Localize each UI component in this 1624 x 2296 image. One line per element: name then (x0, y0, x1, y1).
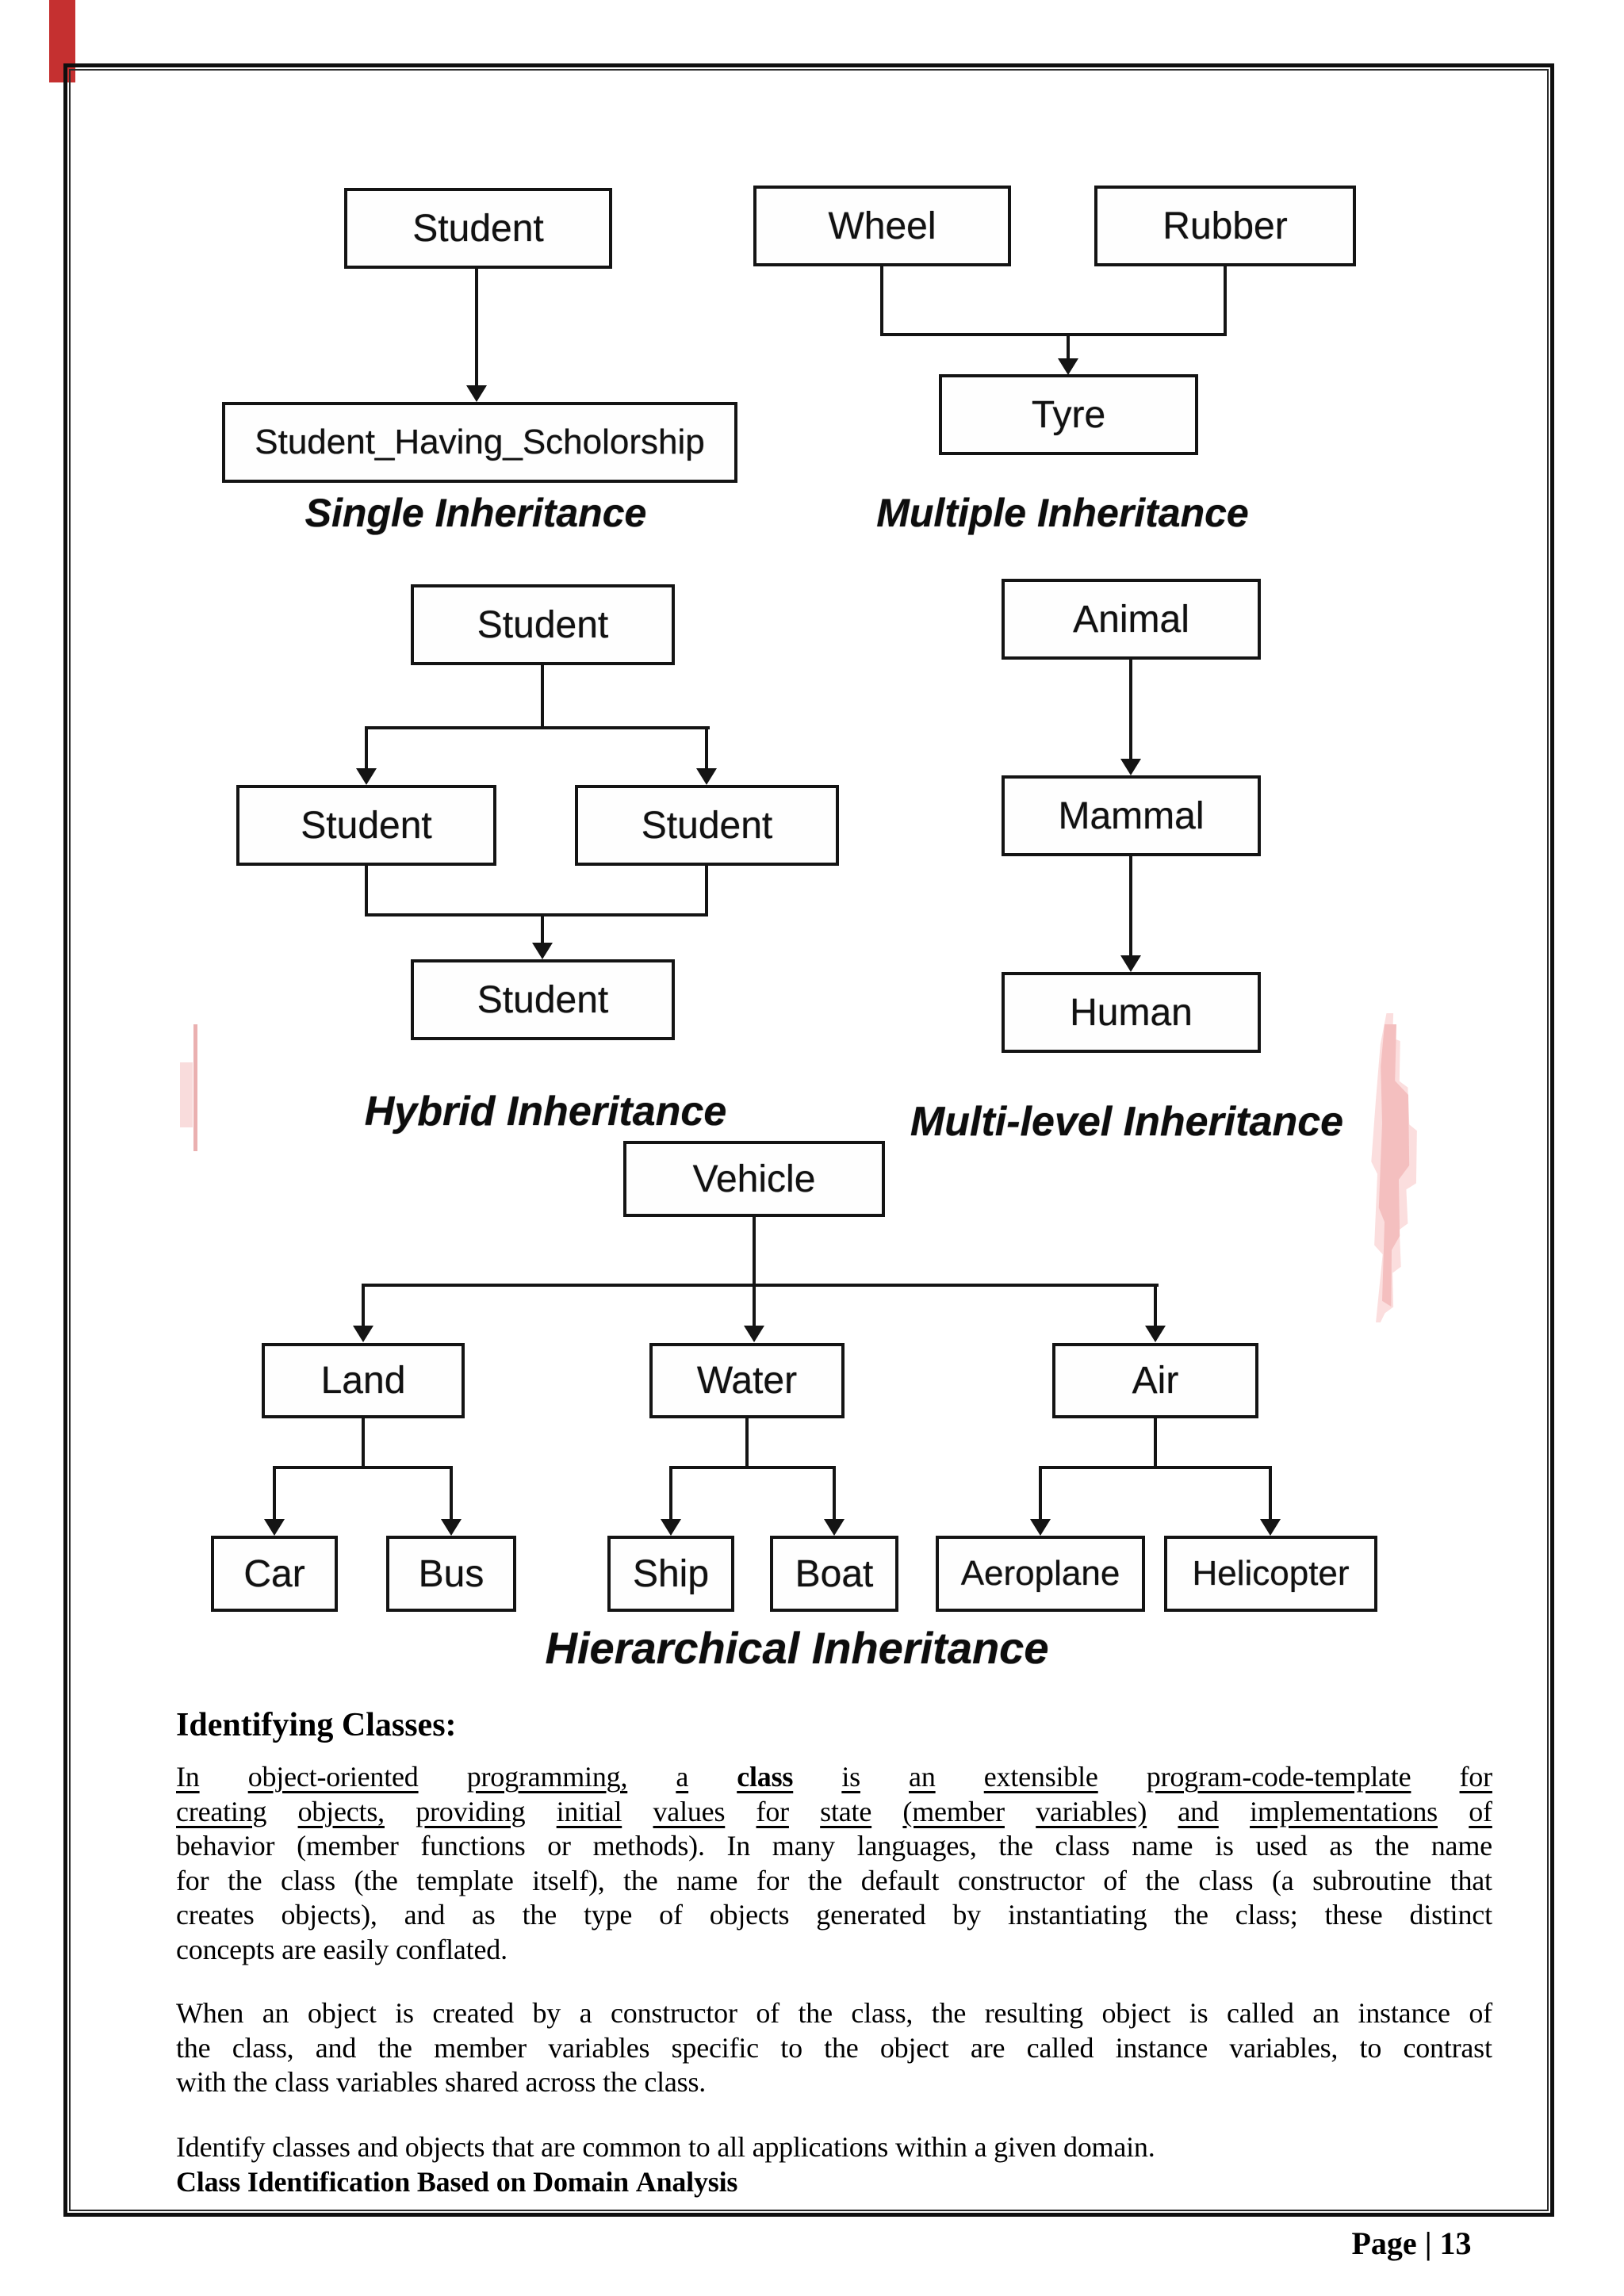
arrowhead (1260, 1519, 1281, 1536)
connector-line (273, 1466, 276, 1520)
connector-line (833, 1466, 836, 1520)
arrowhead (696, 768, 717, 785)
node-student-right: Student (575, 785, 839, 866)
arrowhead (1145, 1326, 1166, 1342)
connector-line (365, 726, 368, 769)
connector-line (1154, 1418, 1157, 1469)
connector-line (362, 1418, 365, 1469)
connector-line (880, 266, 883, 336)
text-line: with the class variables shared across t… (176, 2066, 707, 2098)
arrowhead (744, 1326, 764, 1342)
connector-line (705, 726, 708, 769)
connector-line (541, 913, 544, 943)
connector-line (1129, 856, 1132, 956)
connector-line (1154, 1284, 1157, 1326)
page-number: Page | 13 (1351, 2225, 1472, 2261)
node-aeroplane: Aeroplane (936, 1536, 1145, 1612)
connector-line (880, 333, 1227, 336)
page-border-inner (69, 69, 1549, 2211)
node-student-having-scholorship: Student_Having_Scholorship (222, 402, 737, 483)
connector-line (1039, 1466, 1272, 1469)
connector-line (753, 1284, 756, 1326)
connector-line (450, 1466, 453, 1520)
connector-line (365, 913, 708, 916)
pink-scan-artifact-left-fringe (180, 1062, 193, 1127)
arrowhead (824, 1519, 845, 1536)
connector-line (365, 866, 368, 916)
arrowhead (264, 1519, 285, 1536)
node-water: Water (649, 1343, 845, 1418)
node-land: Land (262, 1343, 465, 1418)
connector-line (669, 1466, 672, 1520)
paragraph-identify-classes: Identify classes and objects that are co… (176, 2130, 1492, 2199)
connector-line (745, 1418, 749, 1469)
page-border (63, 63, 1554, 2217)
connector-line (669, 1466, 836, 1469)
section-heading: Identifying Classes: (176, 1707, 457, 1743)
arrowhead (353, 1326, 373, 1342)
connector-line (541, 665, 544, 729)
arrowhead (1030, 1519, 1051, 1536)
red-pen-mark (49, 0, 75, 82)
connector-line (1039, 1466, 1042, 1520)
text-line: concepts are easily conflated. (176, 1933, 508, 1965)
node-mammal: Mammal (1002, 775, 1261, 856)
connector-line (1129, 660, 1132, 760)
node-animal: Animal (1002, 579, 1261, 660)
arrowhead (441, 1519, 462, 1536)
connector-line (475, 269, 478, 388)
connector-line (705, 866, 708, 916)
node-car: Car (211, 1536, 338, 1612)
caption-single-inheritance: Single Inheritance (304, 491, 647, 535)
caption-multiple-inheritance: Multiple Inheritance (876, 491, 1249, 535)
arrowhead (532, 943, 553, 959)
node-bus: Bus (386, 1536, 516, 1612)
connector-line (1269, 1466, 1272, 1520)
arrowhead (1120, 955, 1141, 972)
text-line: Class Identification Based on Domain Ana… (176, 2165, 738, 2198)
arrowhead (661, 1519, 681, 1536)
arrowhead (1120, 759, 1141, 775)
node-student-bottom: Student (411, 959, 675, 1040)
arrowhead (466, 385, 487, 402)
pink-scan-artifact-left (193, 1024, 197, 1151)
connector-line (362, 1284, 1159, 1287)
node-helicopter: Helicopter (1164, 1536, 1377, 1612)
node-student-left: Student (236, 785, 496, 866)
node-tyre: Tyre (939, 374, 1198, 455)
node-vehicle: Vehicle (623, 1141, 885, 1217)
node-student-top: Student (411, 584, 675, 665)
arrowhead (356, 768, 377, 785)
caption-hybrid-inheritance: Hybrid Inheritance (364, 1089, 727, 1135)
caption-multilevel-inheritance: Multi-level Inheritance (910, 1099, 1344, 1145)
node-student-parent: Student (344, 188, 612, 269)
connector-line (1067, 333, 1070, 360)
caption-hierarchical-inheritance: Hierarchical Inheritance (545, 1623, 1049, 1673)
node-ship: Ship (607, 1536, 734, 1612)
connector-line (365, 726, 710, 729)
text-line: Identify classes and objects that are co… (176, 2131, 1155, 2163)
connector-line (362, 1284, 365, 1326)
connector-line (1224, 266, 1227, 336)
node-human: Human (1002, 972, 1261, 1053)
connector-line (273, 1466, 453, 1469)
node-boat: Boat (770, 1536, 898, 1612)
connector-line (753, 1217, 756, 1287)
node-air: Air (1052, 1343, 1258, 1418)
node-rubber: Rubber (1094, 186, 1356, 266)
node-wheel: Wheel (753, 186, 1011, 266)
arrowhead (1058, 358, 1078, 375)
